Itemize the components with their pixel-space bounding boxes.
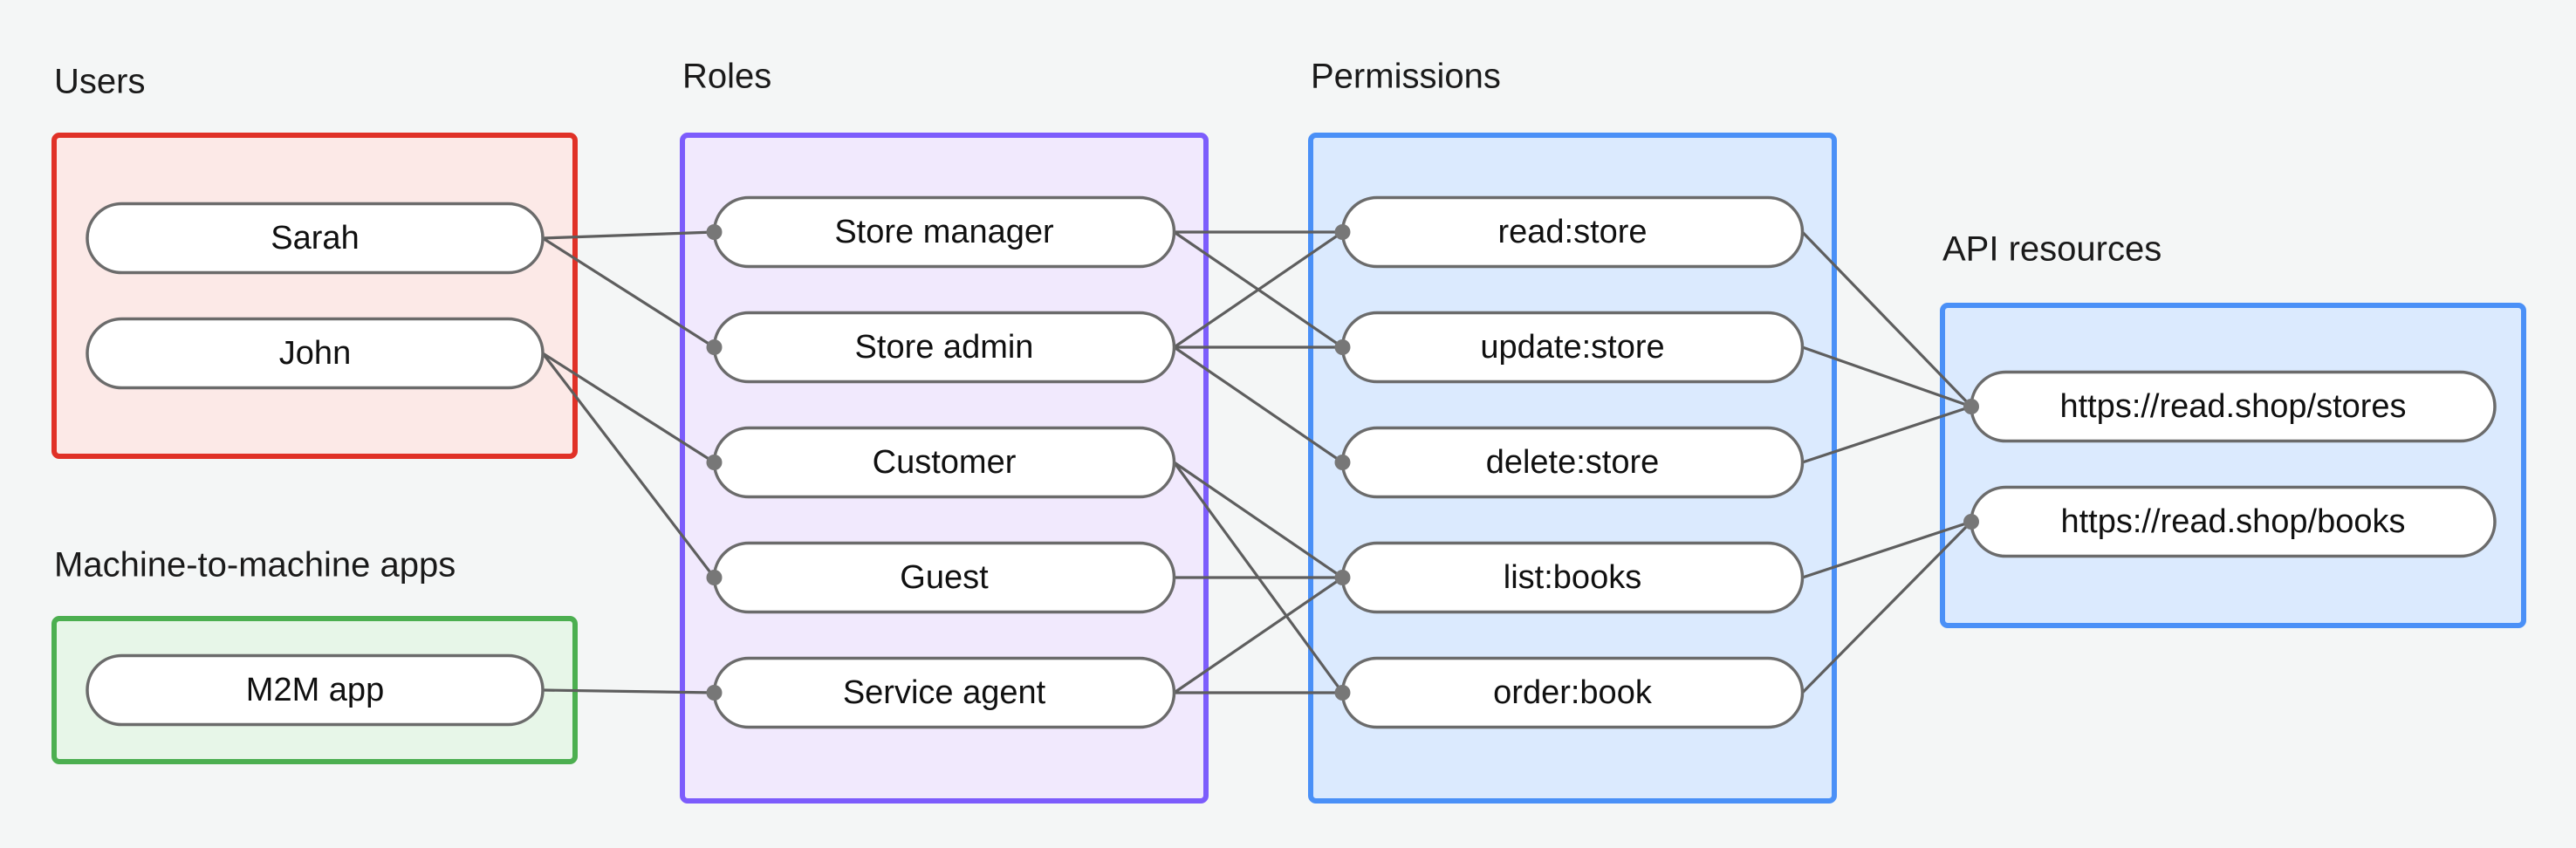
node-john[interactable] <box>86 317 545 390</box>
edge-customer-to-list-books <box>1173 461 1344 579</box>
node-label-res-stores: https://read.shop/stores <box>2059 388 2406 425</box>
edge-endpoint-dot-order-book <box>1334 685 1351 701</box>
edge-john-to-customer <box>542 352 716 464</box>
edge-endpoint-dots-layer <box>706 224 1979 701</box>
node-label-list-books: list:books <box>1504 559 1641 596</box>
edge-delete-store-to-res-stores <box>1801 405 1972 464</box>
group-container-api-resources <box>1940 303 2526 628</box>
group-title-permissions: Permissions <box>1311 58 1501 96</box>
edge-endpoint-dot-guest <box>706 570 723 585</box>
edge-sarah-to-store-manager <box>542 230 715 240</box>
edge-endpoint-dot-res-stores <box>1963 399 1979 414</box>
node-label-read-store: read:store <box>1497 214 1647 250</box>
edge-endpoint-dot-read-store <box>1334 224 1351 240</box>
edge-endpoint-dot-res-books <box>1963 514 1979 530</box>
edge-read-store-to-res-stores <box>1801 230 1973 408</box>
edge-m2m-app-to-service-agent <box>542 688 715 694</box>
group-title-m2m: Machine-to-machine apps <box>54 546 456 585</box>
edge-update-store-to-res-stores <box>1801 345 1972 408</box>
node-label-store-admin: Store admin <box>855 329 1034 366</box>
group-title-roles: Roles <box>682 58 771 96</box>
node-sarah[interactable] <box>86 202 545 275</box>
edge-order-book-to-res-books <box>1801 520 1973 694</box>
edge-service-agent-to-list-books <box>1173 576 1344 694</box>
edge-store-admin-to-delete-store <box>1173 345 1344 464</box>
edge-endpoint-dot-list-books <box>1334 570 1351 585</box>
node-label-m2m-app: M2M app <box>246 672 384 708</box>
node-label-service-agent: Service agent <box>843 674 1046 711</box>
node-label-store-manager: Store manager <box>834 214 1054 250</box>
node-label-sarah: Sarah <box>271 220 359 256</box>
edge-endpoint-dot-store-manager <box>706 224 723 240</box>
edge-endpoint-dot-service-agent <box>706 685 723 701</box>
edge-store-admin-to-read-store <box>1173 230 1344 349</box>
edge-endpoint-dot-store-admin <box>706 339 723 355</box>
group-title-api-resources: API resources <box>1942 230 2162 269</box>
edge-john-to-guest <box>541 352 716 578</box>
group-title-users: Users <box>54 63 145 101</box>
node-label-customer: Customer <box>873 444 1017 481</box>
node-m2m-app[interactable] <box>86 653 545 727</box>
node-label-delete-store: delete:store <box>1486 444 1660 481</box>
edge-sarah-to-store-admin <box>542 236 716 349</box>
edge-list-books-to-res-books <box>1801 520 1972 579</box>
edge-endpoint-dot-update-store <box>1334 339 1351 355</box>
node-label-guest: Guest <box>900 559 989 596</box>
edge-endpoint-dot-customer <box>706 455 723 470</box>
edge-endpoint-dot-delete-store <box>1334 455 1351 470</box>
edges-layer <box>541 230 1973 694</box>
group-container-users <box>51 133 578 459</box>
node-label-order-book: order:book <box>1493 674 1653 711</box>
node-label-john: John <box>279 335 351 372</box>
node-label-update-store: update:store <box>1480 329 1664 366</box>
node-label-res-books: https://read.shop/books <box>2060 503 2405 540</box>
